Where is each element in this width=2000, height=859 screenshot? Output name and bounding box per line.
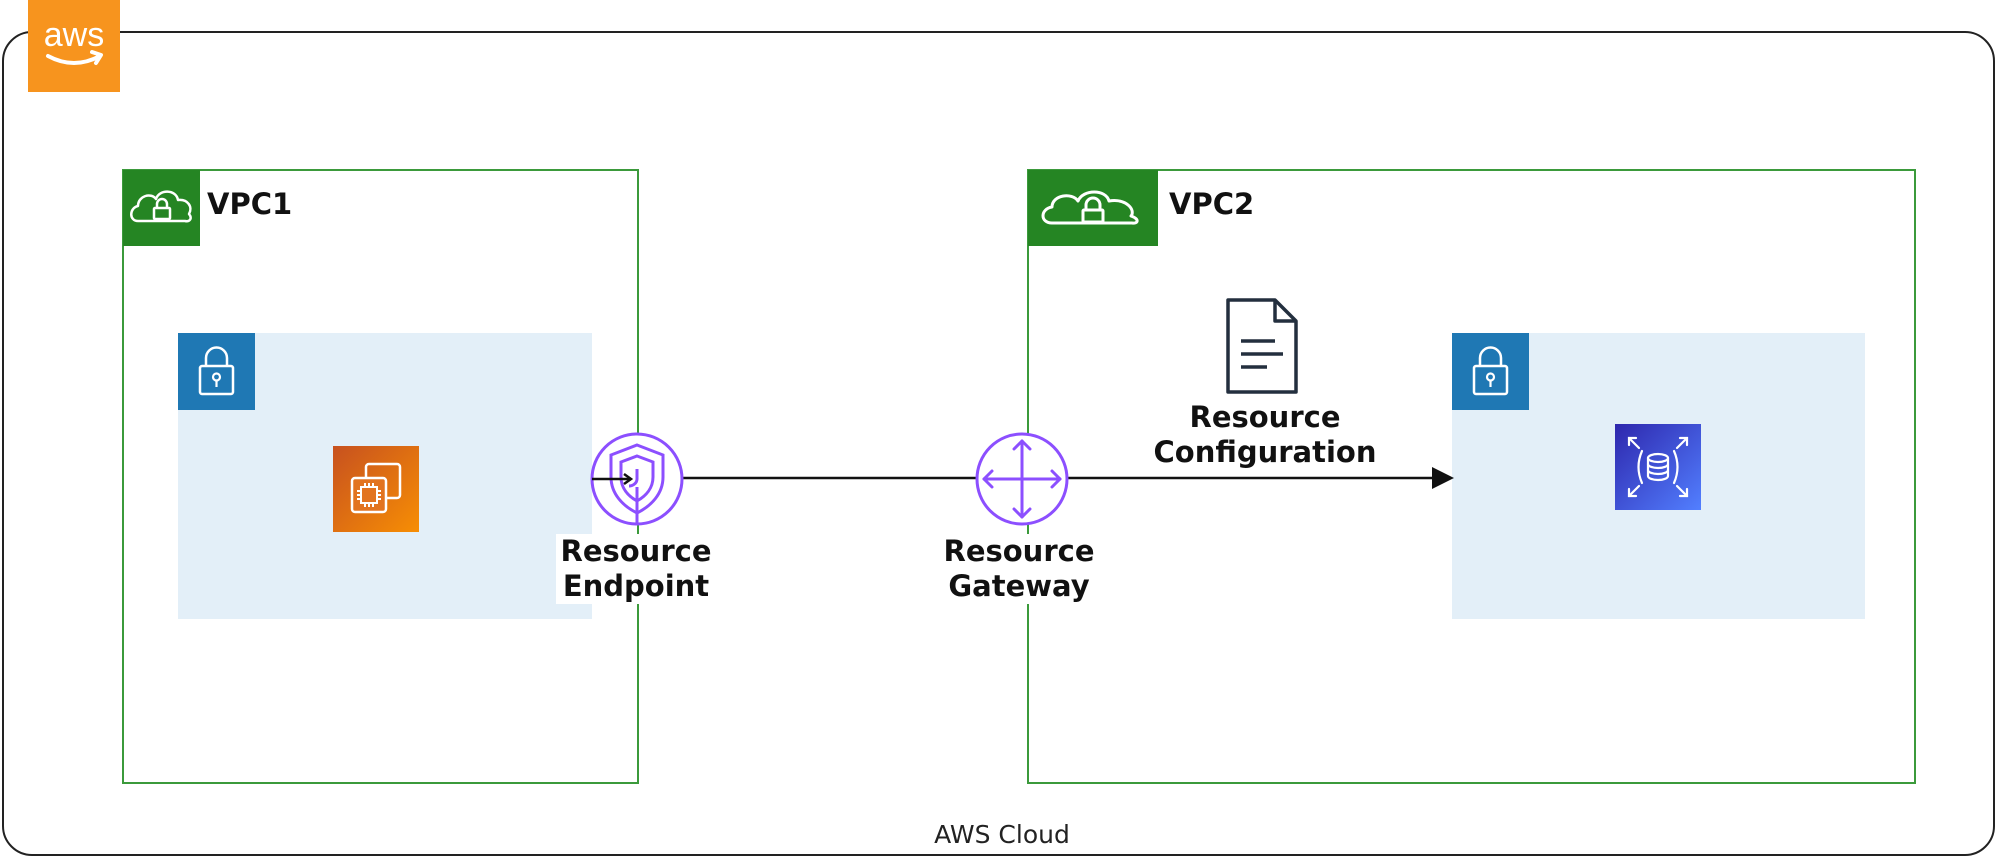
aws-logo-text: aws <box>44 16 104 54</box>
private-subnet-lock-icon <box>178 333 255 410</box>
shield-endpoint-icon <box>589 431 685 527</box>
resource-gateway-label: Resource Gateway <box>939 534 1099 604</box>
ec2-instances-icon <box>333 446 419 532</box>
rds-database-icon <box>1615 424 1701 510</box>
vpc2-label: VPC2 <box>1169 187 1255 221</box>
resource-endpoint-label-line2: Endpoint <box>562 569 710 603</box>
vpc1-label: VPC1 <box>207 187 293 221</box>
aws-cloud-label: AWS Cloud <box>926 820 1078 849</box>
vpc-cloud-lock-icon <box>1028 170 1158 246</box>
resource-configuration-label-line2: Configuration <box>1153 435 1377 469</box>
resource-endpoint-label-line1: Resource <box>560 534 712 568</box>
aws-logo: aws <box>28 0 120 92</box>
document-icon <box>1223 296 1301 396</box>
resource-endpoint-label: Resource Endpoint <box>556 534 716 604</box>
resource-gateway-label-line1: Resource <box>943 534 1095 568</box>
gateway-arrows-icon <box>974 431 1070 527</box>
aws-logo-icon: aws <box>44 16 104 65</box>
resource-configuration-label: Resource Configuration <box>1140 400 1390 470</box>
vpc-cloud-lock-icon <box>123 170 200 246</box>
resource-configuration-label-line1: Resource <box>1189 400 1341 434</box>
resource-gateway-label-line2: Gateway <box>948 569 1090 603</box>
private-subnet-lock-icon <box>1452 333 1529 410</box>
aws-cloud-group <box>2 31 1995 856</box>
